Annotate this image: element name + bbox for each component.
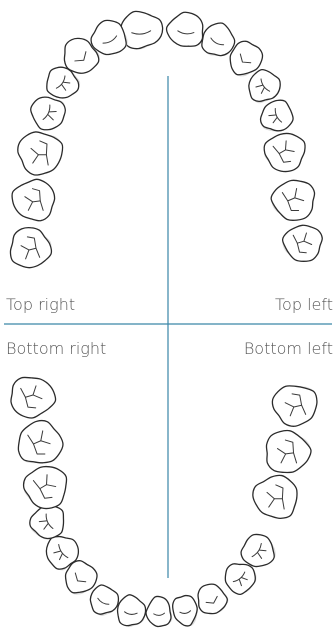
tooth-lower-left-7[interactable] — [263, 428, 313, 476]
tooth-lower-left-2[interactable] — [171, 594, 200, 628]
tooth-upper-right-7[interactable] — [9, 176, 57, 222]
tooth-outline — [10, 376, 56, 418]
label-bottom-right: Bottom right — [6, 339, 106, 358]
tooth-lower-right-7[interactable] — [15, 418, 65, 466]
tooth-outline — [282, 225, 323, 262]
tooth-outline — [9, 176, 57, 222]
tooth-outline — [165, 10, 205, 48]
tooth-upper-right-6[interactable] — [12, 128, 66, 181]
tooth-upper-left-8[interactable] — [282, 225, 323, 263]
tooth-lower-left-8[interactable] — [272, 385, 318, 427]
tooth-lower-right-6[interactable] — [19, 462, 73, 514]
label-top-right: Top right — [6, 295, 75, 314]
tooth-outline — [12, 128, 66, 180]
tooth-outline — [263, 428, 313, 476]
tooth-outline — [171, 594, 199, 627]
tooth-outline — [20, 462, 73, 514]
teeth-layer — [9, 9, 323, 629]
tooth-upper-left-1[interactable] — [165, 10, 206, 48]
tooth-outline — [116, 594, 147, 628]
tooth-outline — [145, 596, 172, 628]
label-top-left: Top left — [275, 295, 333, 314]
tooth-lower-left-1[interactable] — [145, 595, 173, 627]
tooth-upper-left-6[interactable] — [260, 129, 310, 177]
tooth-upper-left-7[interactable] — [269, 178, 318, 224]
tooth-outline — [10, 227, 52, 268]
tooth-lower-right-1[interactable] — [116, 594, 148, 629]
tooth-upper-right-8[interactable] — [10, 227, 52, 269]
tooth-outline — [269, 178, 318, 224]
tooth-outline — [261, 129, 310, 176]
tooth-outline — [272, 385, 318, 427]
tooth-outline — [248, 469, 301, 521]
tooth-lower-left-6[interactable] — [248, 469, 302, 521]
tooth-lower-right-8[interactable] — [10, 376, 56, 418]
label-bottom-left: Bottom left — [244, 339, 333, 358]
tooth-outline — [15, 418, 65, 466]
